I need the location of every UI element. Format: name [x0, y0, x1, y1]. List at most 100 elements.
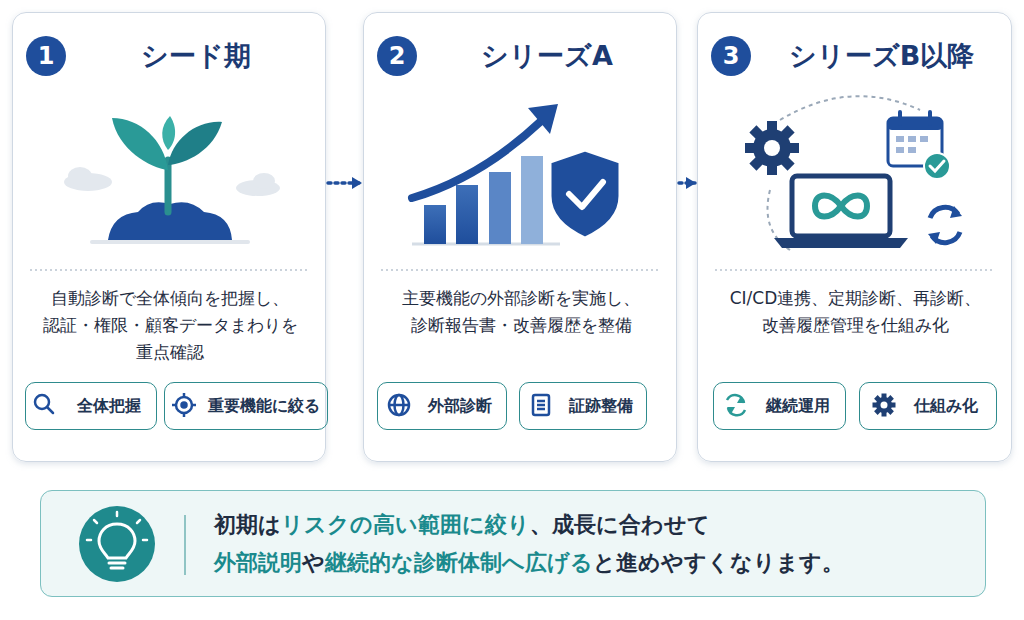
summary-run: 、成長に合わせて: [530, 512, 710, 537]
pill-icons: [47, 407, 53, 413]
pill-icons: [533, 395, 549, 415]
growth-chart-illustration: [521, 156, 543, 244]
growth-chart-illustration: [569, 182, 603, 207]
stage-heading: シード期: [141, 38, 251, 74]
continuous-ops-illustration: [908, 147, 916, 153]
pill-icons: [35, 395, 53, 413]
pill-icons: [183, 412, 186, 417]
pill-node: 外部診断: [377, 382, 507, 430]
pill-icons: [182, 403, 187, 408]
tag-label: 全体把握: [77, 396, 141, 417]
flow-arrow: [328, 181, 361, 185]
growth-chart-illustration: [456, 185, 478, 244]
summary-run: や: [302, 550, 325, 575]
continuous-ops-illustration: [780, 156, 794, 170]
pill-icons: [882, 394, 887, 399]
pill-icons: [537, 400, 545, 403]
bulb-icon: [116, 512, 119, 516]
pill-icons: [727, 395, 744, 403]
pill-node: 仕組み化: [859, 382, 997, 430]
pill-icons: [537, 408, 545, 411]
pill-node: 証跡整備: [519, 382, 647, 430]
bulb-icon: [87, 512, 147, 540]
seedling-illustration: [64, 116, 280, 242]
card-grounds: [697, 12, 1012, 462]
flow-arrow: [679, 181, 695, 185]
tag-label: 継続運用: [766, 396, 830, 417]
pill-icons: [728, 408, 745, 415]
pill-icons: [891, 403, 896, 408]
growth-chart-illustration: [412, 122, 540, 198]
stage-description: 自動診断で全体傾向を把握し、 認証・権限・顧客データまわりを 重点確認: [27, 285, 313, 367]
continuous-ops-illustration: [928, 232, 940, 244]
bulb-icon: [111, 567, 123, 570]
pill-icons: [881, 402, 888, 409]
continuous-ops-illustration: [745, 143, 755, 153]
bulb-icon: [94, 520, 97, 523]
badge-node: 2: [377, 36, 417, 76]
continuous-ops-illustration: [896, 136, 928, 153]
bulb-icon: [184, 515, 186, 575]
card-grounds: [40, 490, 986, 597]
continuous-ops-illustration: [928, 112, 932, 124]
pill-icons: [887, 408, 894, 415]
bulb-icon: [79, 506, 185, 582]
continuous-ops-illustration: [924, 153, 950, 179]
continuous-ops-illustration: [745, 121, 799, 175]
stage-heading: シリーズA: [481, 38, 613, 74]
continuous-ops-illustration: [898, 112, 902, 124]
step-number: 1: [38, 42, 55, 70]
pill-icons: [172, 393, 196, 417]
pill-icons: [887, 395, 894, 402]
banner-node: 初期はリスクの高い範囲に絞り、成長に合わせて外部説明や継続的な診断体制へ広げると…: [40, 490, 986, 597]
pill-icons: [172, 404, 177, 407]
tag-label: 仕組み化: [914, 396, 978, 417]
seedling-illustration: [68, 167, 92, 185]
card-node: シード期自動診断で全体傾向を把握し、 認証・権限・顧客データまわりを 重点確認 1…: [12, 12, 326, 462]
pill-icons: [882, 412, 887, 417]
continuous-ops-illustration: [780, 125, 794, 139]
bulb-icon: [87, 539, 91, 542]
seedling-illustration: [162, 116, 175, 150]
pill-icons: [873, 403, 878, 408]
separators: [381, 269, 659, 271]
seedling-illustration: [92, 240, 248, 244]
pill-node: 重要機能に絞る: [164, 382, 328, 430]
continuous-ops-illustration: [749, 156, 763, 170]
pill-node: 継続運用: [713, 382, 846, 430]
pill-icons: [874, 395, 881, 402]
separators: [30, 269, 994, 271]
pill-icons: [389, 404, 409, 407]
seedling-illustration: [168, 122, 222, 165]
continuous-ops-illustration: [749, 125, 763, 139]
badge-node: 3: [711, 36, 751, 76]
continuous-ops-illustration: [908, 136, 916, 142]
continuous-ops-illustration: [745, 121, 799, 175]
continuous-ops-illustration: [792, 176, 890, 236]
pill-icons: [183, 393, 186, 398]
tag-label: 重要機能に絞る: [208, 396, 320, 417]
stage-description: CI/CD連携、定期診断、再診断、 改善履歴管理を仕組み化: [712, 285, 999, 339]
pill-node: 全体把握: [25, 382, 157, 430]
bulb-icon: [143, 539, 147, 542]
continuous-ops-illustration: [789, 143, 799, 153]
continuous-ops-illustration: [930, 161, 944, 171]
seedling-illustration: [112, 118, 168, 170]
continuous-ops-illustration: [896, 147, 904, 153]
pill-icons: [389, 395, 409, 415]
highlight-text: リスクの高い範囲に絞り: [281, 512, 530, 537]
growth-chart-illustration: [528, 104, 558, 134]
card-node: シリーズA 主要機能の外部診断を実施し、 診断報告書・改善履歴を整備 2 外部診断 証跡…: [363, 12, 677, 462]
stage-description: 主要機能の外部診断を実施し、 診断報告書・改善履歴を整備: [378, 285, 664, 339]
bulb-icon: [79, 506, 155, 582]
bulb-icon: [109, 562, 125, 565]
summary-run: 初期は: [214, 512, 281, 537]
tag-label: 外部診断: [428, 396, 492, 417]
continuous-ops-illustration: [774, 238, 908, 248]
pill-icons: [191, 404, 196, 407]
pill-icons: [727, 407, 735, 414]
continuous-ops-illustration: [745, 96, 962, 250]
badge-node: 1: [26, 36, 66, 76]
summary-run: と進めやすくなります。: [593, 550, 844, 575]
